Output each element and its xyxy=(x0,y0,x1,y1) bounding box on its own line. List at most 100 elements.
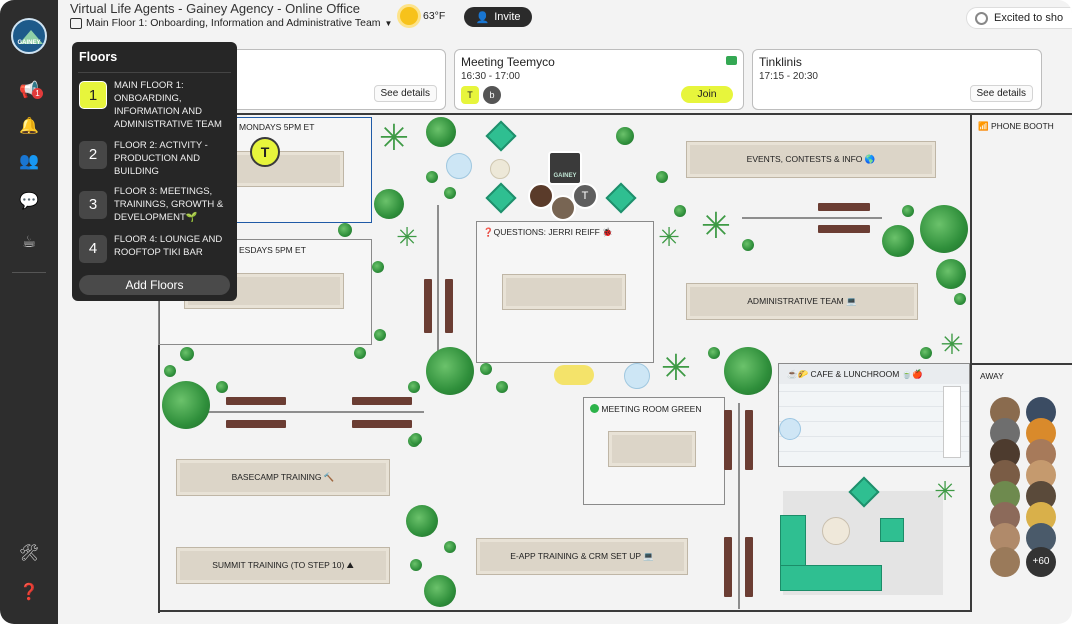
plant xyxy=(408,381,420,393)
coffee-icon[interactable]: ☕ xyxy=(21,232,37,251)
plant xyxy=(338,223,352,237)
office-map[interactable]: MONDAYS 5PM ET ESDAYS 5PM ET ❓QUESTIONS:… xyxy=(158,113,1072,613)
plant xyxy=(374,189,404,219)
bench xyxy=(724,537,732,597)
room-label: MEETING ROOM GREEN xyxy=(590,404,702,414)
invite-button[interactable]: 👤 Invite xyxy=(464,7,532,27)
floor-item-3[interactable]: 3 FLOOR 3: MEETINGS, TRAININGS, GROWTH &… xyxy=(79,185,232,224)
events-table[interactable]: EVENTS, CONTESTS & INFO 🌎 xyxy=(686,141,936,178)
chat-icon[interactable]: 💬 xyxy=(19,191,39,210)
palm-plant: ✳ xyxy=(660,348,692,389)
rail xyxy=(198,411,424,413)
status-pill[interactable]: Excited to sho xyxy=(966,7,1072,29)
cushion xyxy=(485,120,517,152)
logo-text: GAINEY xyxy=(17,40,41,46)
plant xyxy=(882,225,914,257)
admin-team-table[interactable]: ADMINISTRATIVE TEAM 💻 xyxy=(686,283,918,320)
floor-name: FLOOR 3: MEETINGS, TRAININGS, GROWTH & D… xyxy=(114,186,224,223)
bell-icon[interactable]: 🔔 xyxy=(19,116,39,135)
phone-booth-label: 📶 PHONE BOOTH xyxy=(978,121,1054,132)
plant xyxy=(480,363,492,375)
add-floors-button[interactable]: Add Floors xyxy=(79,275,230,295)
plant xyxy=(656,171,668,183)
armchair xyxy=(880,518,904,542)
plant xyxy=(180,347,194,361)
decor-plate xyxy=(490,159,510,179)
plant xyxy=(742,239,754,251)
weather-widget: 63°F xyxy=(400,7,445,25)
sidebar-divider xyxy=(12,272,46,273)
cushion xyxy=(605,182,637,214)
floor-name: MAIN FLOOR 1: ONBOARDING, INFORMATION AN… xyxy=(114,80,222,130)
user-avatar[interactable] xyxy=(528,183,554,209)
host-avatar[interactable]: GAINEY xyxy=(548,151,582,185)
sun-icon xyxy=(400,7,418,25)
plant xyxy=(954,293,966,305)
floor-item-4[interactable]: 4 FLOOR 4: LOUNGE AND ROOFTOP TIKI BAR xyxy=(79,233,232,263)
away-avatar[interactable] xyxy=(990,547,1020,577)
people-icon[interactable]: 👥 xyxy=(19,151,39,170)
plant xyxy=(426,171,438,183)
palm-plant: ✳ xyxy=(378,118,410,159)
see-details-button[interactable]: See details xyxy=(373,85,437,102)
attendee-avatar: T xyxy=(461,86,479,104)
user-avatar-t[interactable]: T xyxy=(572,183,598,209)
attendee-avatar: b xyxy=(483,86,501,104)
room-label-text: MEETING ROOM GREEN xyxy=(601,404,702,414)
user-avatar[interactable] xyxy=(550,195,576,221)
meeting-table xyxy=(502,274,626,310)
basecamp-training-table[interactable]: BASECAMP TRAINING 🔨 xyxy=(176,459,390,496)
event-card-2[interactable]: Meeting Teemyco 16:30 - 17:00 T b Join xyxy=(454,49,744,110)
room-label: MONDAYS 5PM ET xyxy=(239,122,315,132)
tools-icon[interactable]: 🛠 xyxy=(18,543,40,562)
eapp-training-table[interactable]: E-APP TRAINING & CRM SET UP 💻 xyxy=(476,538,688,575)
floor-item-2[interactable]: 2 FLOOR 2: ACTIVITY - PRODUCTION AND BUI… xyxy=(79,139,232,178)
status-icon xyxy=(975,11,988,25)
lounge-float xyxy=(554,365,594,385)
more-away-count[interactable]: +60 xyxy=(1026,547,1056,577)
floor-selector[interactable]: Main Floor 1: Onboarding, Information an… xyxy=(70,17,392,29)
bench xyxy=(745,537,753,597)
room-cafe[interactable]: ☕🌮 CAFE & LUNCHROOM 🍵🍎 xyxy=(778,363,970,467)
plant xyxy=(406,505,438,537)
bench xyxy=(226,397,286,405)
notification-badge: 1 xyxy=(32,88,43,99)
plant xyxy=(616,127,634,145)
bench xyxy=(352,420,412,428)
divider xyxy=(78,72,231,73)
phone-booth-text: PHONE BOOTH xyxy=(990,121,1054,131)
event-time: 16:30 - 17:00 xyxy=(461,71,520,82)
room-label: ESDAYS 5PM ET xyxy=(239,245,306,255)
bench xyxy=(352,397,412,405)
sidebar: GAINEY 📢 1 🔔 👥 💬 ☕ 🛠 ❓ xyxy=(0,0,58,624)
invite-label: Invite xyxy=(494,11,521,23)
plant xyxy=(426,347,474,395)
summit-training-table[interactable]: SUMMIT TRAINING (TO STEP 10) ⛰ xyxy=(176,547,390,584)
see-details-button[interactable]: See details xyxy=(969,85,1033,102)
bench xyxy=(424,279,432,333)
plant xyxy=(372,261,384,273)
event-card-3[interactable]: Tinklinis 17:15 - 20:30 See details xyxy=(752,49,1042,110)
away-label: AWAY xyxy=(980,371,1004,381)
floor-item-1[interactable]: 1 MAIN FLOOR 1: ONBOARDING, INFORMATION … xyxy=(79,79,232,131)
user-avatar-t-yellow[interactable]: T xyxy=(250,137,280,167)
mountain-icon xyxy=(19,30,43,44)
bench xyxy=(745,410,753,470)
help-icon[interactable]: ❓ xyxy=(19,582,39,601)
cushion xyxy=(485,182,517,214)
join-button[interactable]: Join xyxy=(681,86,733,103)
plant xyxy=(708,347,720,359)
wall xyxy=(158,113,160,613)
phone-icon: 📶 xyxy=(978,121,989,131)
floor-selector-label: Main Floor 1: Onboarding, Information an… xyxy=(86,17,381,29)
cafe-table xyxy=(779,418,801,440)
temperature: 63°F xyxy=(423,10,446,22)
cafe-counter xyxy=(943,386,961,458)
office-logo[interactable]: GAINEY xyxy=(11,18,47,54)
plant xyxy=(426,117,456,147)
rail xyxy=(742,217,882,219)
rail xyxy=(738,403,740,609)
rail xyxy=(437,205,439,355)
event-time: 17:15 - 20:30 xyxy=(759,71,818,82)
